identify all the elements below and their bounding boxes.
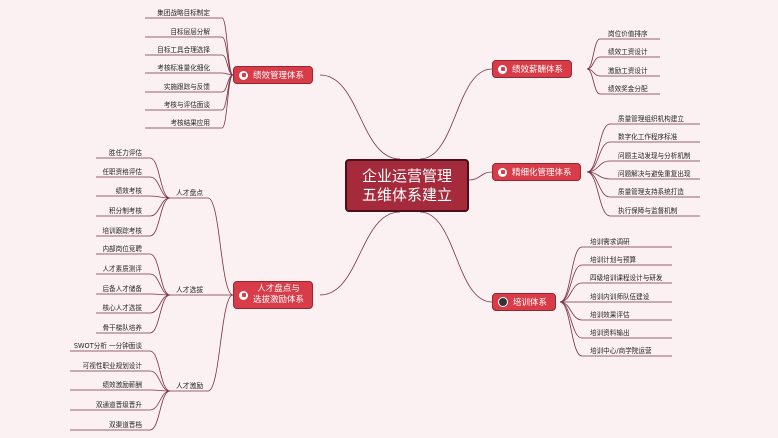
leaf-training-1[interactable]: 培训需求调研 bbox=[590, 238, 630, 246]
leaf-talent-review-1[interactable]: 胜任力评估 bbox=[109, 149, 142, 157]
connector-line-47 bbox=[559, 301, 583, 321]
branch-compensation[interactable]: 绩效薪酬体系 bbox=[492, 60, 573, 78]
leaf-training-5[interactable]: 培训效果评估 bbox=[590, 311, 630, 319]
central-topic-line2: 五维体系建立 bbox=[361, 185, 452, 204]
branch-performance[interactable]: 绩效管理体系 bbox=[233, 66, 314, 84]
leaf-training-7[interactable]: 培训中心/商学院运营 bbox=[590, 347, 652, 355]
connector-line-27 bbox=[586, 123, 611, 173]
connector-line-39 bbox=[559, 246, 583, 303]
branch-refinement[interactable]: 精细化管理体系 bbox=[492, 163, 581, 181]
leaf-training-6[interactable]: 培训资料输出 bbox=[590, 329, 630, 337]
flag-icon bbox=[239, 70, 248, 80]
leaf-talent-incentive-3[interactable]: 绩效激励薪酬 bbox=[102, 381, 142, 389]
central-topic-line1: 企业运营管理 bbox=[361, 166, 452, 185]
connector-line-37 bbox=[586, 171, 611, 217]
connector-line-75 bbox=[149, 294, 171, 314]
branch-refinement-label: 精细化管理体系 bbox=[512, 168, 572, 178]
leaf-talent-review-2[interactable]: 任职资格评估 bbox=[102, 168, 142, 176]
connector-line-87 bbox=[149, 390, 171, 431]
leaf-talent-selection-5[interactable]: 骨干梯队培养 bbox=[102, 324, 142, 332]
leaf-talent-selection-3[interactable]: 后备人才储备 bbox=[102, 285, 142, 293]
leaf-performance-7[interactable]: 考核结果应用 bbox=[170, 119, 210, 127]
connector-line-17 bbox=[221, 74, 234, 129]
leaf-talent-selection-4[interactable]: 核心人才选拔 bbox=[102, 304, 142, 312]
flag-icon bbox=[498, 64, 507, 74]
connector-line-79 bbox=[149, 350, 171, 392]
talent-group-incentive[interactable]: 人才激励 bbox=[176, 382, 204, 390]
connector-line-67 bbox=[149, 197, 171, 237]
connector-line-71 bbox=[149, 273, 171, 296]
leaf-compensation-2[interactable]: 绩效工资设计 bbox=[608, 48, 648, 56]
connector-line-9 bbox=[221, 54, 234, 76]
leaf-talent-incentive-1[interactable]: SWOT分析 一分钟面谈 bbox=[73, 342, 142, 350]
branch-compensation-label: 绩效薪酬体系 bbox=[512, 65, 564, 75]
connector-line-7 bbox=[221, 36, 234, 76]
branch-talent[interactable]: 人才盘点与 选拔激励体系 bbox=[233, 281, 314, 309]
connector-line-3 bbox=[419, 211, 493, 303]
branch-performance-label: 绩效管理体系 bbox=[253, 71, 305, 81]
connector-line-85 bbox=[149, 390, 171, 411]
central-topic[interactable]: 企业运营管理 五维体系建立 bbox=[345, 159, 469, 212]
connector-line-81 bbox=[149, 370, 171, 392]
leaf-training-2[interactable]: 培训计划与预算 bbox=[590, 256, 637, 264]
leaf-talent-incentive-2[interactable]: 可视性职业规划设计 bbox=[82, 362, 142, 370]
leaf-training-3[interactable]: 四级培训课程设计与研发 bbox=[590, 274, 663, 282]
connector-line-1 bbox=[419, 68, 493, 160]
connector-line-65 bbox=[149, 197, 171, 217]
connector-line-51 bbox=[559, 301, 583, 357]
leaf-refinement-6[interactable]: 执行保障与监督机制 bbox=[618, 207, 678, 215]
branch-talent-label-line1: 人才盘点与 bbox=[257, 284, 300, 294]
leaf-performance-4[interactable]: 考核标准量化细化 bbox=[157, 64, 210, 72]
talent-group-review[interactable]: 人才盘点 bbox=[176, 189, 204, 197]
connector-line-61 bbox=[149, 176, 171, 199]
leaf-talent-review-3[interactable]: 绩效考核 bbox=[115, 187, 142, 195]
connector-line-53 bbox=[207, 197, 234, 296]
connector-line-77 bbox=[149, 294, 171, 334]
leaf-training-4[interactable]: 培训内训师队伍建设 bbox=[590, 293, 650, 301]
connector-line-55 bbox=[207, 294, 234, 392]
branch-talent-label-line2: 选拔激励体系 bbox=[253, 295, 305, 305]
leaf-refinement-4[interactable]: 问题解决与避免重复出现 bbox=[618, 170, 691, 178]
connector-line-21 bbox=[586, 56, 601, 70]
leaf-talent-selection-2[interactable]: 人才素质测评 bbox=[102, 265, 142, 273]
connector-line-11 bbox=[221, 72, 234, 76]
circle-icon bbox=[498, 297, 508, 307]
leaf-performance-1[interactable]: 集团战略目标制定 bbox=[157, 9, 210, 17]
connector-line-49 bbox=[559, 301, 583, 339]
connector-line-41 bbox=[559, 264, 583, 303]
connector-line-59 bbox=[149, 157, 171, 199]
leaf-compensation-1[interactable]: 岗位价值排序 bbox=[608, 30, 648, 38]
flag-icon bbox=[239, 290, 248, 300]
branch-training[interactable]: 培训体系 bbox=[492, 293, 557, 311]
leaf-performance-6[interactable]: 考核与评估面谈 bbox=[163, 101, 210, 109]
connector-line-25 bbox=[586, 68, 601, 95]
leaf-refinement-2[interactable]: 数字化工作程序标准 bbox=[618, 133, 678, 141]
connector-line-4 bbox=[319, 211, 401, 296]
leaf-talent-selection-1[interactable]: 内部岗位竞聘 bbox=[102, 245, 142, 253]
leaf-talent-review-5[interactable]: 培训跟踪考核 bbox=[102, 227, 142, 235]
leaf-performance-3[interactable]: 目标工具合理选择 bbox=[157, 46, 210, 54]
connector-line-69 bbox=[149, 253, 171, 296]
connector-line-29 bbox=[586, 141, 611, 173]
leaf-refinement-3[interactable]: 问题主动发现与分析机制 bbox=[618, 152, 691, 160]
connector-line-31 bbox=[586, 160, 611, 173]
connector-line-19 bbox=[586, 38, 601, 70]
connector-line-2 bbox=[468, 171, 493, 181]
flag-icon bbox=[498, 167, 507, 177]
leaf-talent-incentive-4[interactable]: 双通道晋级晋升 bbox=[95, 401, 142, 409]
leaf-performance-2[interactable]: 目标层层分解 bbox=[170, 28, 210, 36]
leaf-compensation-4[interactable]: 绩效奖金分配 bbox=[608, 85, 648, 93]
leaf-compensation-3[interactable]: 激励工资设计 bbox=[608, 67, 648, 75]
connector-line-43 bbox=[559, 282, 583, 303]
leaf-refinement-1[interactable]: 质量管理组织机构建立 bbox=[618, 115, 684, 123]
leaf-talent-incentive-5[interactable]: 双渠道晋档 bbox=[109, 421, 142, 429]
leaf-performance-5[interactable]: 实施跟踪与反馈 bbox=[163, 83, 210, 91]
branch-training-label: 培训体系 bbox=[513, 298, 548, 308]
leaf-talent-review-4[interactable]: 积分制考核 bbox=[109, 207, 142, 215]
talent-group-selection[interactable]: 人才选拔 bbox=[176, 286, 204, 294]
connector-line-0 bbox=[319, 74, 401, 160]
leaf-refinement-5[interactable]: 质量管理支持系统打造 bbox=[618, 188, 684, 196]
